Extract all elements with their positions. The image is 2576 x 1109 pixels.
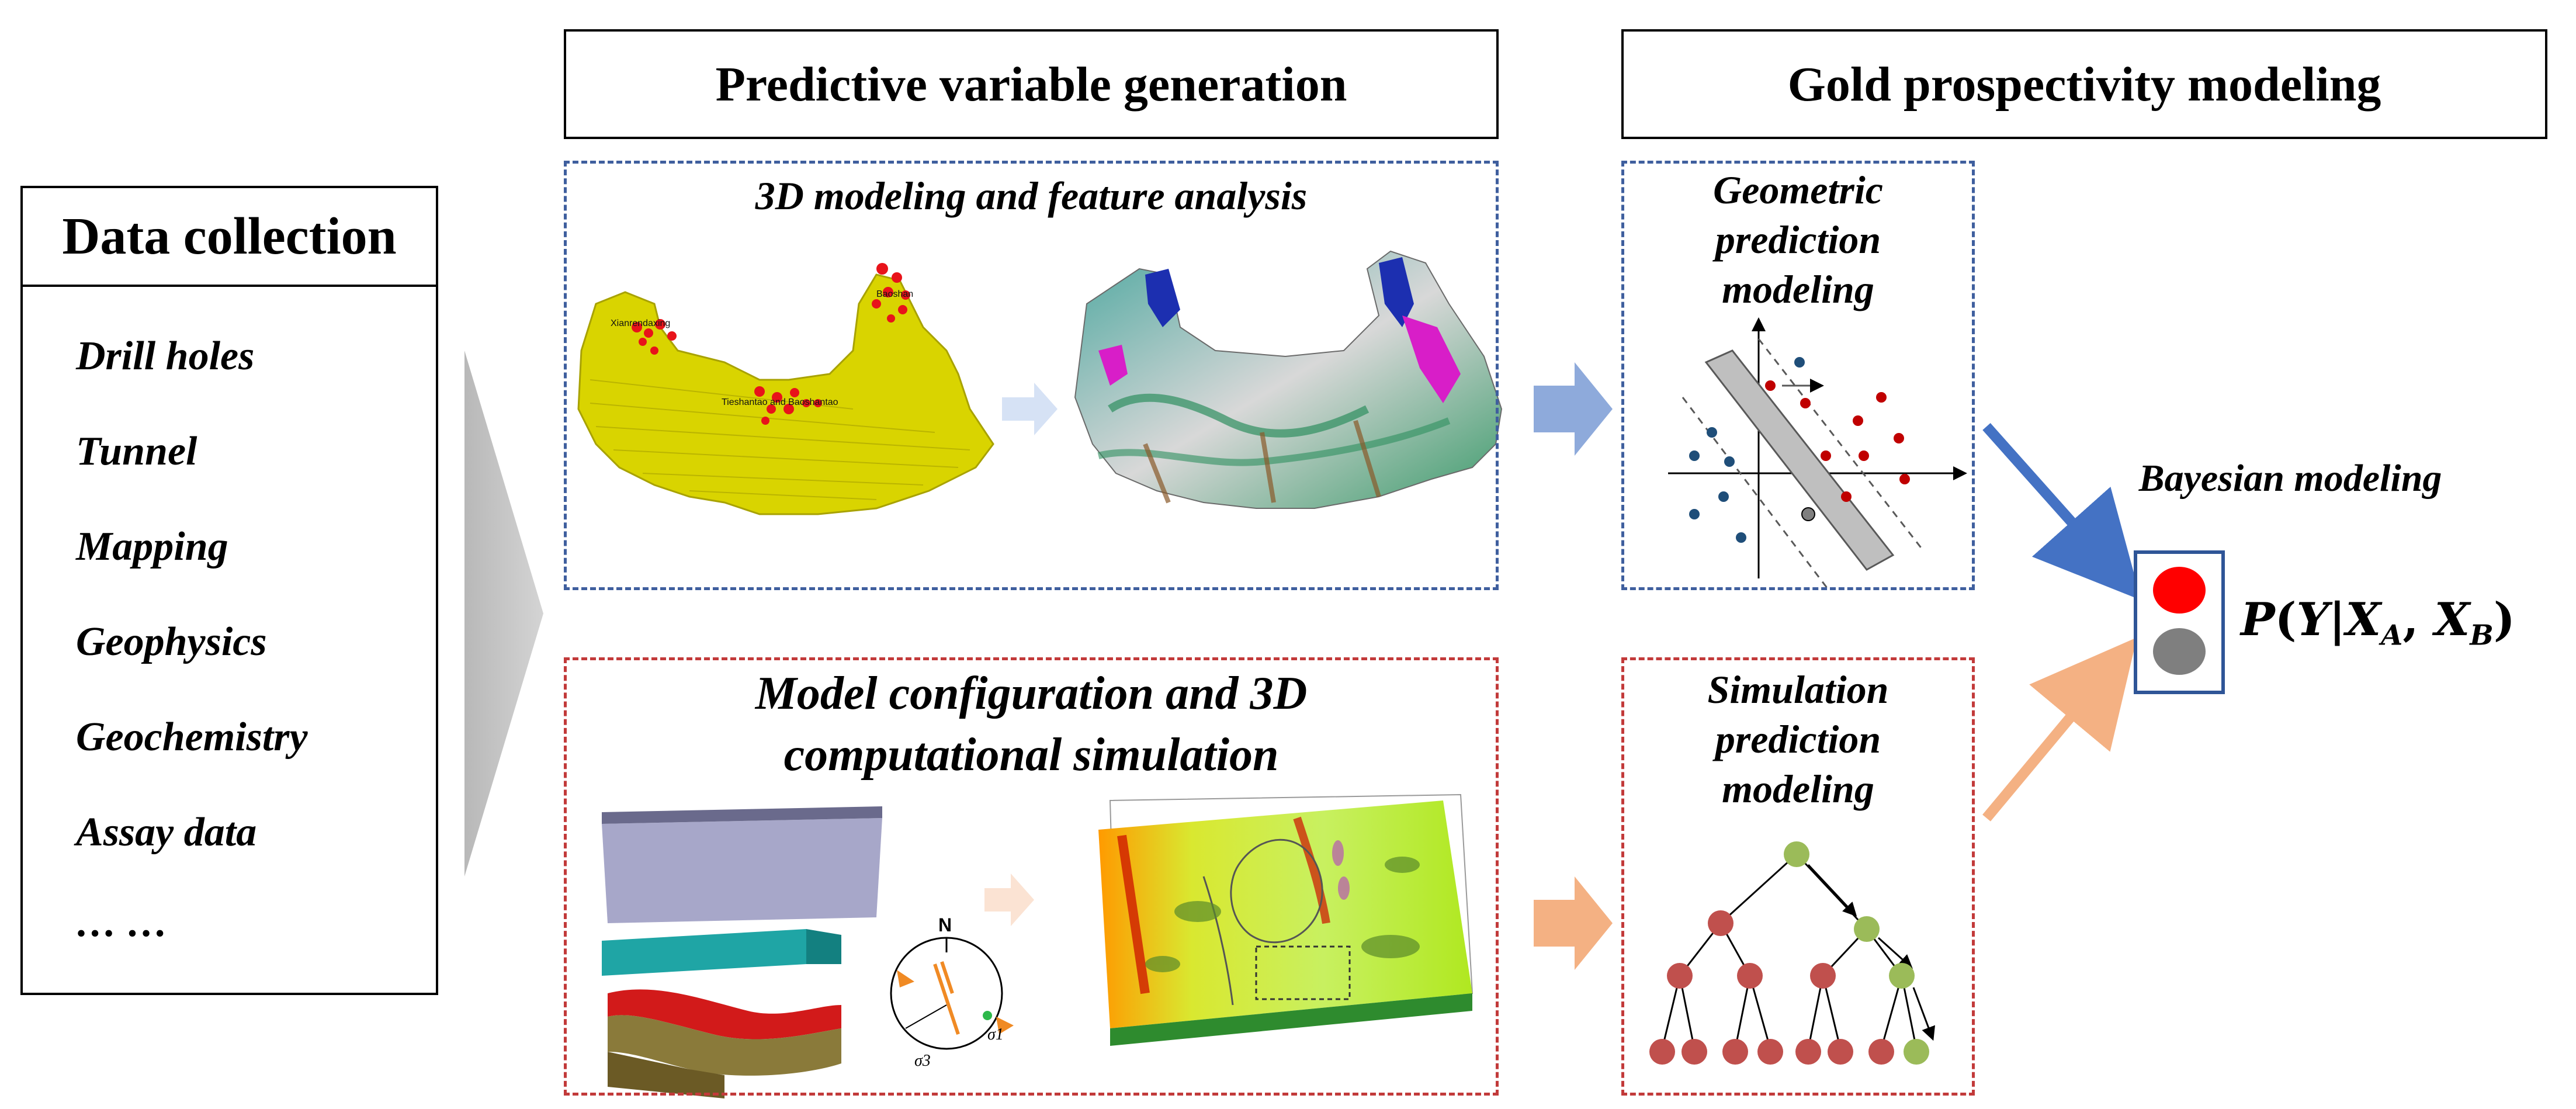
label-baoshan: Baoshan	[876, 289, 914, 299]
dc-item-tunnel: Tunnel	[76, 429, 197, 474]
arrow-top-right	[1534, 362, 1613, 456]
header-gold-text: Gold prospectivity modeling	[1787, 57, 2381, 112]
dc-item-assay-data: Assay data	[76, 810, 257, 855]
dc-item-mapping: Mapping	[76, 524, 228, 569]
label-xianrendaxing: Xianrendaxing	[611, 318, 671, 328]
formula-sub-b: B	[2470, 619, 2494, 652]
layered-block-model	[602, 806, 882, 1098]
panel-3d-modeling	[564, 161, 1499, 590]
formula-xa: X	[2345, 593, 2381, 646]
bayesian-title: Bayesian modeling	[2138, 457, 2442, 500]
formula-close: )	[2493, 593, 2515, 646]
simulation-pred-line1: Simulation	[1707, 667, 1889, 712]
dc-item-geochemistry: Geochemistry	[76, 715, 308, 760]
data-collection-header: Data collection	[23, 188, 436, 287]
formula-sub-a: A	[2381, 619, 2403, 652]
traffic-light	[2134, 550, 2225, 694]
dc-item-geophysics: Geophysics	[76, 619, 267, 664]
simulation-title-line1: Model configuration and 3D	[755, 668, 1308, 719]
panel-simulation-prediction	[1621, 657, 1975, 1096]
dc-item-ellipsis: … …	[76, 900, 168, 945]
stereonet-north: N	[938, 914, 952, 935]
arrow-geometric-to-bayes	[1982, 423, 2141, 601]
arrow-simulation-to-bayes	[1982, 637, 2137, 822]
small-arrow-bottom	[984, 874, 1034, 926]
simulation-pred-line3: modeling	[1722, 767, 1874, 811]
header-predictive: Predictive variable generation	[564, 29, 1499, 139]
simulation-pred-line2: prediction	[1715, 717, 1881, 761]
formula-open: (	[2275, 593, 2297, 646]
formula-comma: ,	[2402, 593, 2419, 646]
bayes-formula: P(Y|XA, XB)	[2241, 593, 2515, 652]
formula-p: P	[2241, 593, 2275, 646]
stereonet-sigma1: σ1	[987, 1025, 1004, 1044]
stereonet	[890, 937, 1014, 1050]
panel-simulation	[564, 657, 1499, 1096]
data-collection-title: Data collection	[62, 207, 397, 265]
small-arrow-top	[1002, 383, 1058, 435]
stereonet-sigma3: σ3	[914, 1052, 931, 1070]
big-gray-arrow	[464, 351, 543, 876]
simulation-title-line2: computational simulation	[783, 729, 1279, 781]
dc-item-drill-holes: Drill holes	[76, 334, 255, 379]
header-predictive-text: Predictive variable generation	[715, 57, 1347, 112]
formula-y: Y	[2296, 593, 2329, 646]
geometric-line2: prediction	[1715, 217, 1881, 262]
geometric-line1: Geometric	[1713, 168, 1883, 212]
geology-model-terrain	[1074, 250, 1503, 509]
data-collection-box: Data collection	[20, 186, 438, 995]
simulation-3d-surface	[1098, 793, 1474, 1046]
formula-bar: |	[2329, 593, 2346, 646]
header-gold: Gold prospectivity modeling	[1621, 29, 2547, 139]
geology-model-yellow	[577, 263, 994, 515]
svm-diagram	[1668, 317, 1967, 591]
label-tieshantao: Tieshantao and Baoshantao	[722, 397, 838, 407]
formula-xb: X	[2434, 593, 2470, 646]
arrow-bottom-right	[1534, 876, 1613, 970]
geometric-line3: modeling	[1722, 267, 1874, 311]
decision-tree	[1649, 841, 1936, 1065]
panel-geometric	[1621, 161, 1975, 590]
modeling-title: 3D modeling and feature analysis	[755, 174, 1308, 218]
